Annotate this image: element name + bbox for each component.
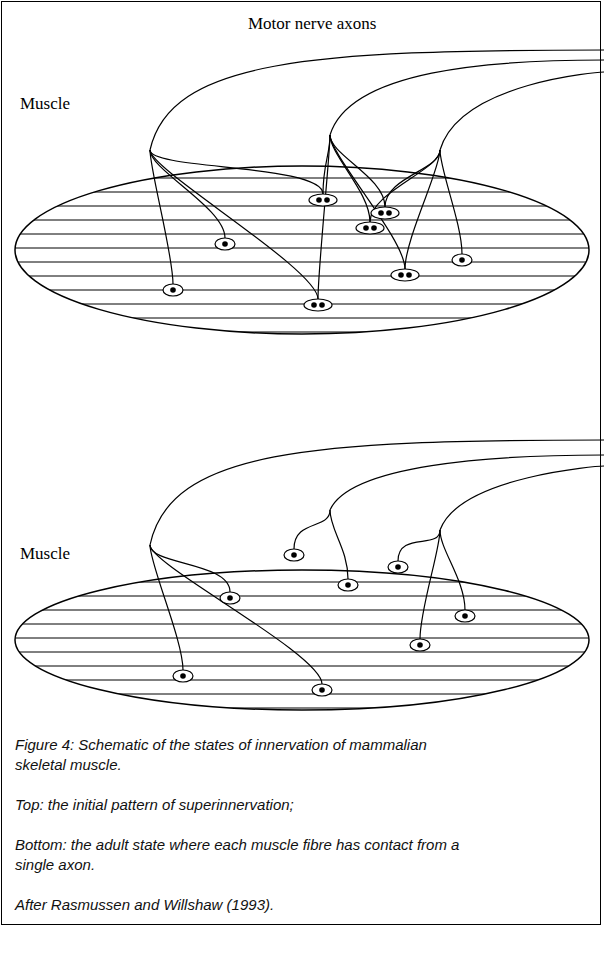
synapse-dot (462, 613, 468, 619)
axon-branch (150, 150, 173, 284)
muscle-fibre (0, 234, 604, 235)
synapse-dot (378, 210, 384, 216)
muscle-fibre (0, 694, 604, 695)
axon-branch (318, 135, 330, 299)
muscle-fibre (0, 262, 604, 263)
axon-branch (150, 150, 323, 194)
muscle-fibre (0, 248, 604, 249)
axon-branch (405, 150, 440, 269)
axon-branch (294, 510, 330, 549)
figure-frame (1, 1, 601, 925)
muscle-fibre (0, 596, 604, 597)
axon-branch (370, 150, 440, 222)
synapse-dot (417, 642, 423, 648)
end-plate (391, 269, 419, 281)
synapse-dot (316, 197, 322, 203)
axon-label: Motor nerve axons (248, 14, 376, 34)
axon-branch (398, 530, 440, 561)
muscle-fibre (0, 318, 604, 319)
end-plate (410, 639, 430, 651)
motor-axon (440, 72, 604, 150)
axon-branch (330, 135, 385, 207)
muscle-fibre (0, 666, 604, 667)
synapse-dot (319, 687, 325, 693)
muscle-fibre (0, 220, 604, 221)
muscle-label: Muscle (20, 544, 70, 564)
muscle-fibre (0, 290, 604, 291)
axon-branch (420, 530, 440, 639)
synapse-dot (386, 210, 392, 216)
end-plate (356, 222, 384, 234)
synapse-dot (170, 287, 176, 293)
muscle-fibre (0, 624, 604, 625)
motor-axon (330, 60, 604, 135)
motor-axon (150, 440, 604, 545)
muscle-fibre (0, 206, 604, 207)
end-plate (388, 561, 408, 573)
caption-note: Top: the initial pattern of superinnerva… (15, 795, 465, 815)
synapse-dot (227, 595, 233, 601)
synapse-dot (459, 257, 465, 263)
axon-branch (440, 530, 465, 610)
figure-caption: Figure 4: Schematic of the states of inn… (15, 735, 465, 775)
end-plate (304, 299, 332, 311)
synapse-dot (398, 272, 404, 278)
axon-branch (330, 510, 348, 579)
synapse-dot (324, 197, 330, 203)
synapse-dot (222, 241, 228, 247)
muscle-fibre (0, 192, 604, 193)
synapse-dot (363, 225, 369, 231)
axon-branch (385, 150, 440, 207)
synapse-dot (311, 302, 317, 308)
end-plate (163, 284, 183, 296)
end-plate (312, 684, 332, 696)
muscle-fibre (0, 304, 604, 305)
axon-branch (323, 135, 330, 194)
end-plate (309, 194, 337, 206)
end-plate (455, 610, 475, 622)
muscle-fibre (0, 332, 604, 333)
axon-branch (330, 135, 405, 269)
motor-axon (150, 50, 604, 150)
synapse-dot (371, 225, 377, 231)
muscle-fibre (0, 638, 604, 639)
synapse-dot (406, 272, 412, 278)
muscle-fibre (0, 652, 604, 653)
axon-branch (150, 545, 322, 684)
synapse-dot (319, 302, 325, 308)
muscle-fibre (0, 680, 604, 681)
synapse-dot (395, 564, 401, 570)
axon-branch (440, 150, 462, 254)
end-plate (215, 238, 235, 250)
caption-credit: After Rasmussen and Willshaw (1993). (15, 895, 465, 915)
axon-branch (150, 545, 230, 592)
end-plate (338, 579, 358, 591)
synapse-dot (291, 552, 297, 558)
motor-axon (440, 466, 604, 530)
end-plate (173, 670, 193, 682)
synapse-dot (345, 582, 351, 588)
end-plate (371, 207, 399, 219)
end-plate (452, 254, 472, 266)
muscle-fibre (0, 582, 604, 583)
muscle-fibre (0, 708, 604, 709)
caption-note: Bottom: the adult state where each muscl… (15, 835, 465, 875)
synapse-dot (180, 673, 186, 679)
muscle-label: Muscle (20, 94, 70, 114)
muscle-fibre (0, 610, 604, 611)
axon-branch (150, 150, 318, 299)
end-plate (284, 549, 304, 561)
motor-axon (330, 455, 604, 510)
end-plate (220, 592, 240, 604)
